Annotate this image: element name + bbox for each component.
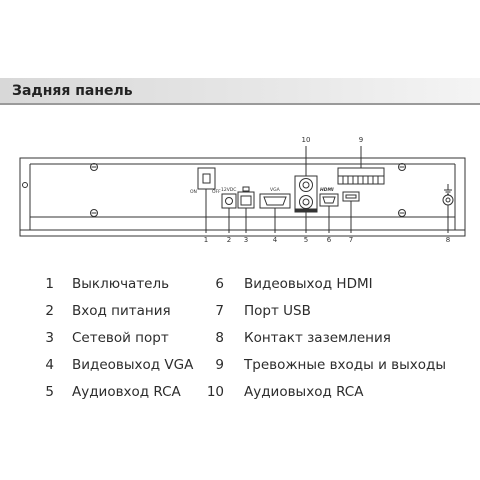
callout-3: 3 bbox=[244, 236, 248, 244]
chassis-outline bbox=[19, 157, 466, 237]
legend-label-8: Контакт заземления bbox=[244, 330, 391, 346]
callout-2: 2 bbox=[227, 236, 231, 244]
legend-label-9: Тревожные входы и выходы bbox=[244, 357, 446, 373]
callout-1: 1 bbox=[204, 236, 208, 244]
ground-icon bbox=[444, 184, 452, 195]
power-label: 12VDC bbox=[221, 187, 236, 193]
screw-icon bbox=[398, 163, 406, 171]
callout-8: 8 bbox=[446, 236, 450, 244]
legend-num-3: 3 bbox=[45, 330, 54, 346]
legend-num-9: 9 bbox=[215, 357, 224, 373]
screw-icon bbox=[22, 182, 28, 188]
section-header: Задняя панель bbox=[0, 78, 480, 105]
legend-label-5: Аудиовход RCA bbox=[72, 384, 181, 400]
screw-icon bbox=[398, 209, 406, 217]
legend-num-8: 8 bbox=[215, 330, 224, 346]
callout-4: 4 bbox=[273, 236, 278, 244]
port-legend: 1 Выключатель 2 Вход питания 3 Сетевой п… bbox=[0, 272, 480, 412]
rear-panel-diagram: ON OFF 12VDC VGA HDMI 1 2 3 4 5 6 7 8 9 … bbox=[19, 136, 466, 244]
hdmi-label: HDMI bbox=[320, 187, 334, 193]
callout-10: 10 bbox=[302, 136, 311, 144]
legend-label-10: Аудиовыход RCA bbox=[244, 384, 364, 400]
legend-label-6: Видеовыход HDMI bbox=[244, 276, 373, 292]
screw-icon bbox=[90, 163, 98, 171]
legend-num-7: 7 bbox=[215, 303, 224, 319]
screw-icon bbox=[90, 209, 98, 217]
legend-label-4: Видеовыход VGA bbox=[72, 357, 194, 373]
legend-num-4: 4 bbox=[45, 357, 54, 373]
legend-label-3: Сетевой порт bbox=[72, 330, 169, 346]
alarm-terminal-block bbox=[337, 167, 385, 185]
legend-label-1: Выключатель bbox=[72, 276, 170, 292]
legend-num-6: 6 bbox=[215, 276, 224, 292]
callout-5: 5 bbox=[304, 236, 308, 244]
callout-6: 6 bbox=[327, 236, 332, 244]
legend-label-7: Порт USB bbox=[244, 303, 311, 319]
legend-label-2: Вход питания bbox=[72, 303, 171, 319]
legend-num-2: 2 bbox=[45, 303, 54, 319]
vga-label: VGA bbox=[270, 187, 281, 193]
legend-num-10: 10 bbox=[206, 384, 224, 400]
section-title: Задняя панель bbox=[12, 83, 133, 99]
callout-7: 7 bbox=[349, 236, 353, 244]
legend-num-1: 1 bbox=[45, 276, 54, 292]
switch-on-label: ON bbox=[190, 189, 197, 195]
switch-off-label: OFF bbox=[212, 189, 221, 195]
callout-9: 9 bbox=[359, 136, 363, 144]
legend-num-5: 5 bbox=[45, 384, 54, 400]
network-port bbox=[237, 186, 255, 209]
